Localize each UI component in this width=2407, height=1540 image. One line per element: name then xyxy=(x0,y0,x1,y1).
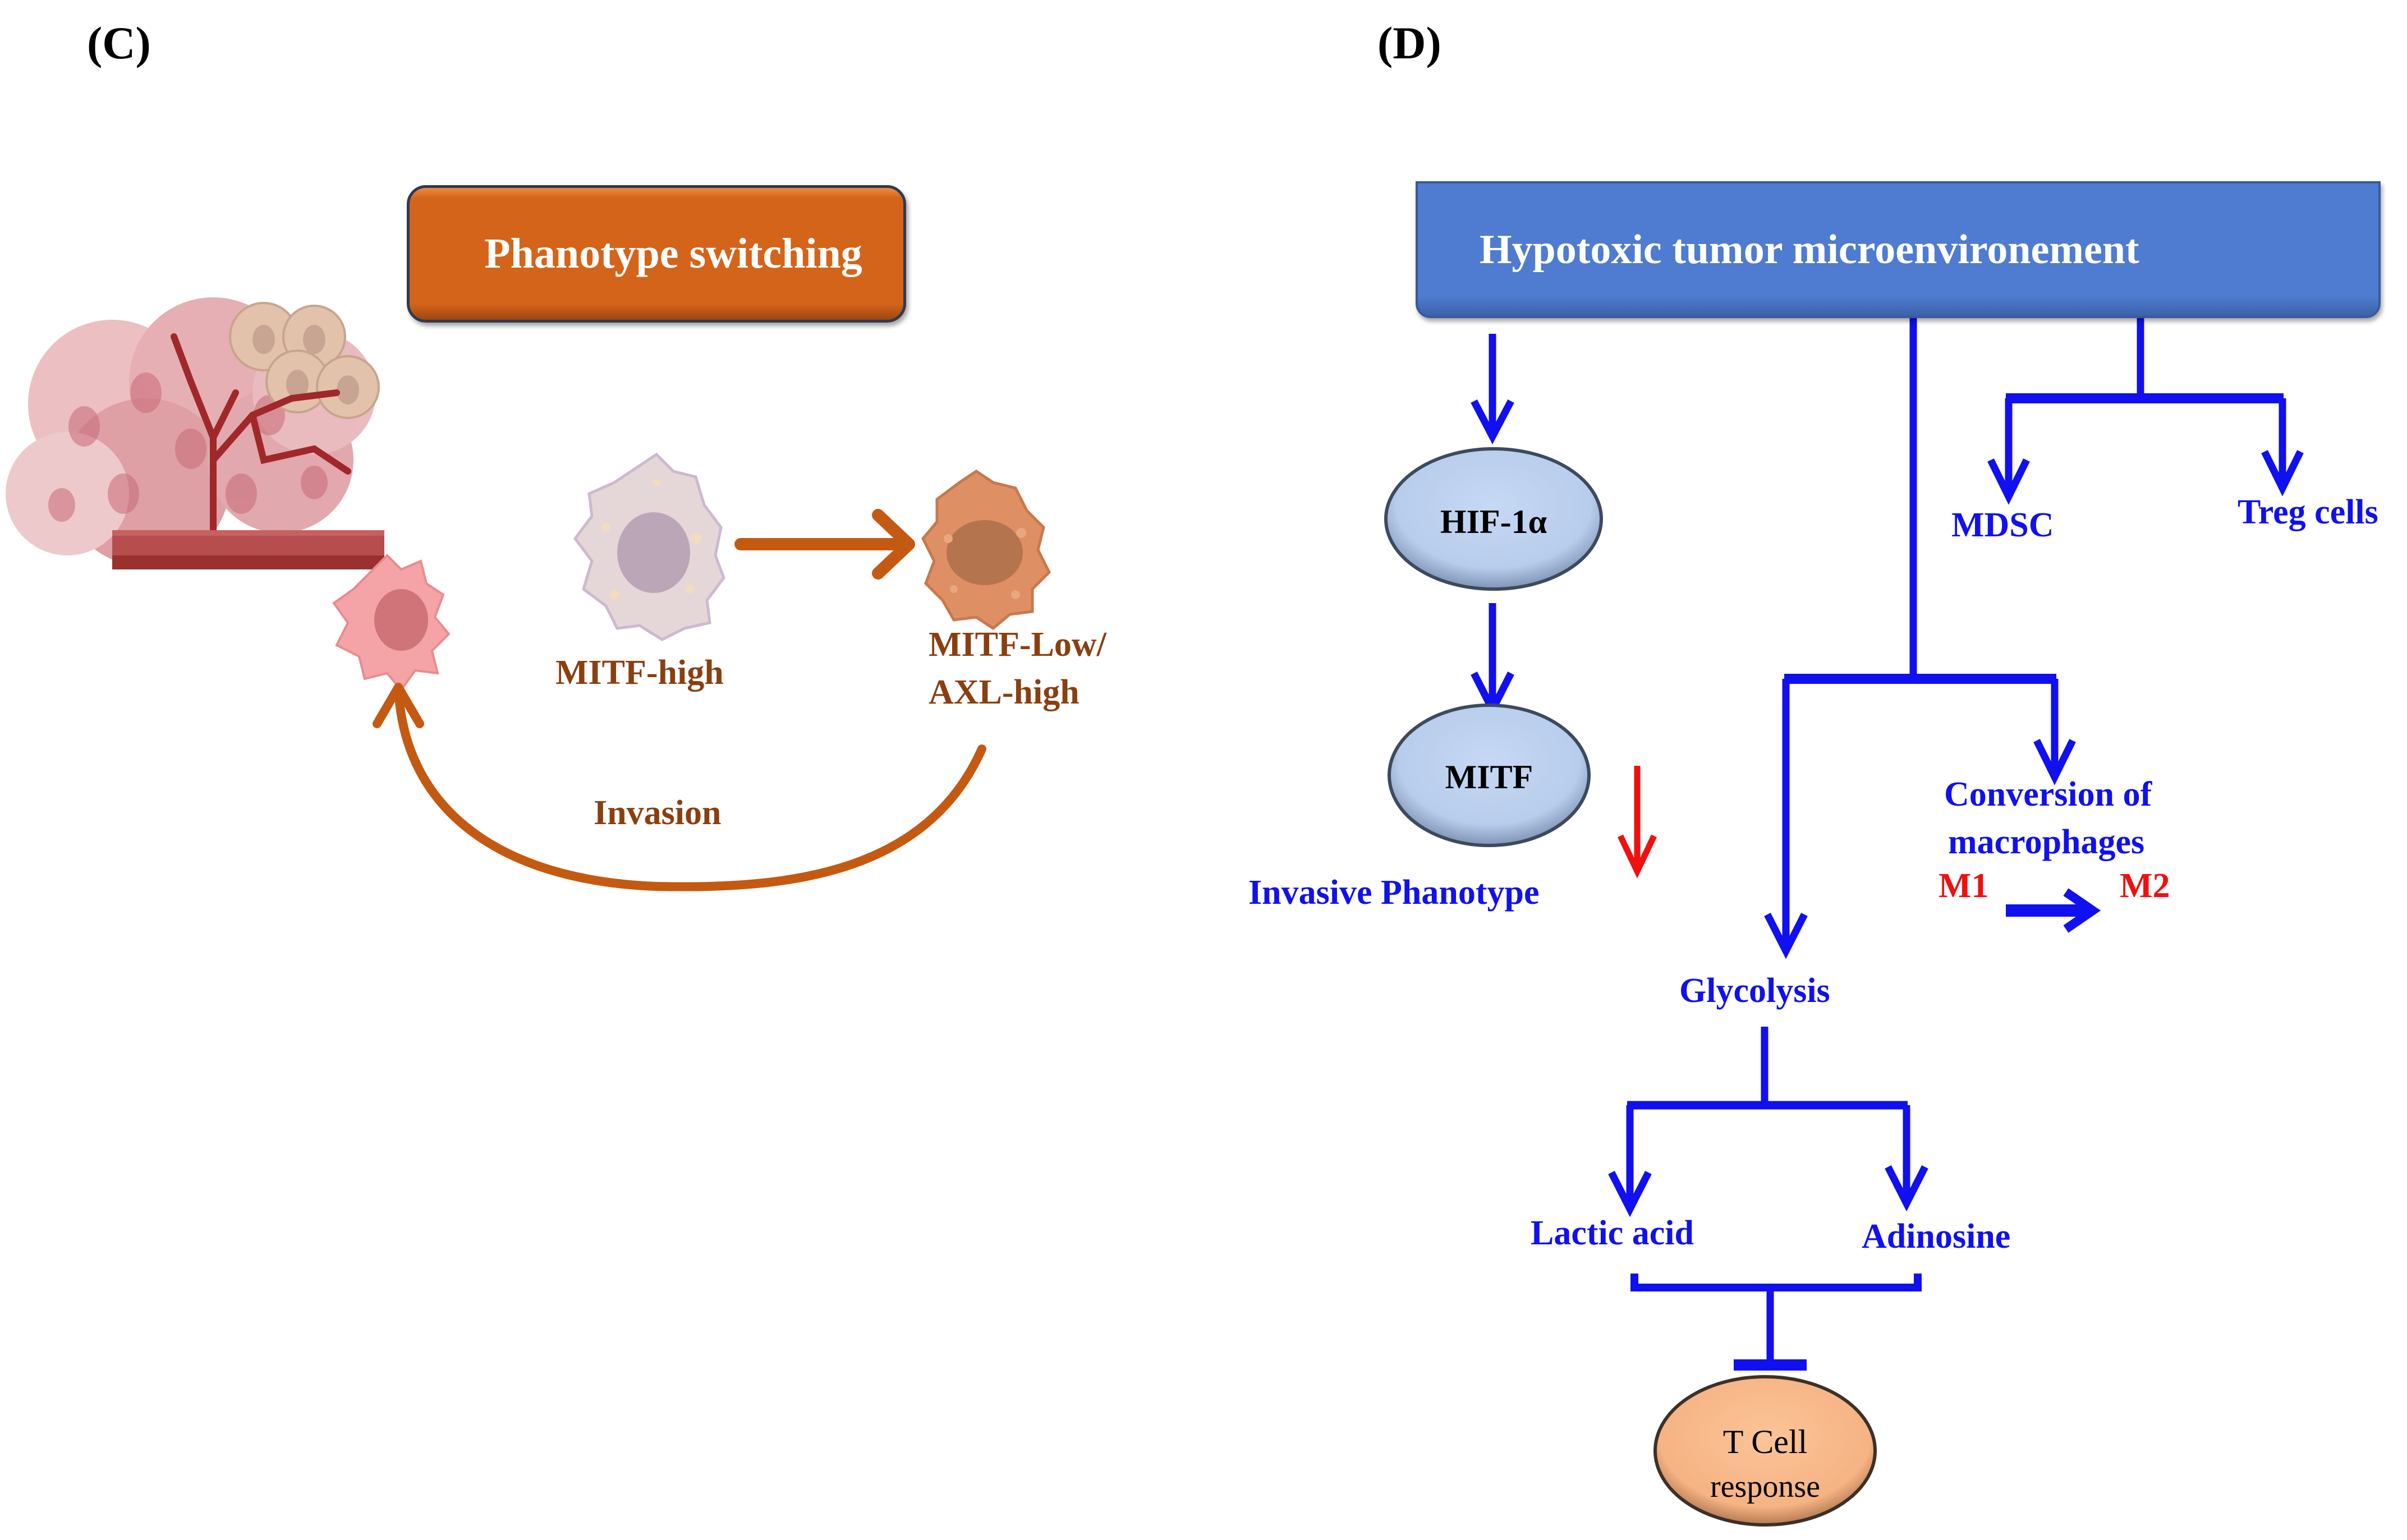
mitf-low-label-line2: AXL-high xyxy=(929,673,1080,711)
treg-cells-label: Treg cells xyxy=(2238,493,2378,531)
m2-label: M2 xyxy=(2120,867,2170,905)
mitf-high-label: MITF-high xyxy=(555,654,724,692)
t-cell-label-line1: T Cell xyxy=(1722,1423,1808,1460)
mitf-low-cell xyxy=(921,469,1051,631)
panel-d-label: (D) xyxy=(1377,17,1441,68)
mitf-high-cell xyxy=(573,452,725,641)
phenotype-switching-title: Phanotype switching xyxy=(484,230,862,277)
hypoxic-microenvironment-header: Hypotoxic tumor microenvironement xyxy=(1416,181,2381,318)
hif-label: HIF-1α xyxy=(1440,503,1547,540)
invasion-label: Invasion xyxy=(594,794,722,832)
m1-label: M1 xyxy=(1939,867,1989,905)
invasive-phenotype-label: Invasive Phanotype xyxy=(1248,874,1540,912)
mitf-low-label-line1: MITF-Low/ xyxy=(929,626,1106,664)
conversion-label-line2: macrophages xyxy=(1948,823,2145,861)
lactic-acid-label: Lactic acid xyxy=(1531,1214,1694,1252)
circulating-tumor-cell xyxy=(332,554,451,692)
blood-vessel xyxy=(112,530,384,569)
t-cell-label-line2: response xyxy=(1710,1469,1820,1504)
transition-arrow xyxy=(734,509,915,580)
glycolysis-label: Glycolysis xyxy=(1679,972,1830,1010)
hypoxic-microenvironment-title: Hypotoxic tumor microenvironement xyxy=(1480,226,2139,273)
mitf-node xyxy=(1388,704,1591,847)
adinosine-label: Adinosine xyxy=(1862,1217,2011,1256)
phenotype-switching-box: Phanotype switching xyxy=(407,185,906,323)
tumor-mass-illustration xyxy=(6,297,384,569)
invasion-arrow xyxy=(373,683,986,891)
t-cell-node xyxy=(1653,1375,1877,1527)
down-regulation-arrow xyxy=(1618,766,1657,879)
hif-node xyxy=(1384,447,1603,591)
mdsc-label: MDSC xyxy=(1951,506,2054,544)
connector-lines xyxy=(1471,318,2304,1371)
mitf-label: MITF xyxy=(1445,758,1533,796)
panel-c-label: (C) xyxy=(87,17,151,68)
blood-vessel-branches xyxy=(171,333,351,542)
conversion-label-line1: Conversion of xyxy=(1944,775,2152,813)
